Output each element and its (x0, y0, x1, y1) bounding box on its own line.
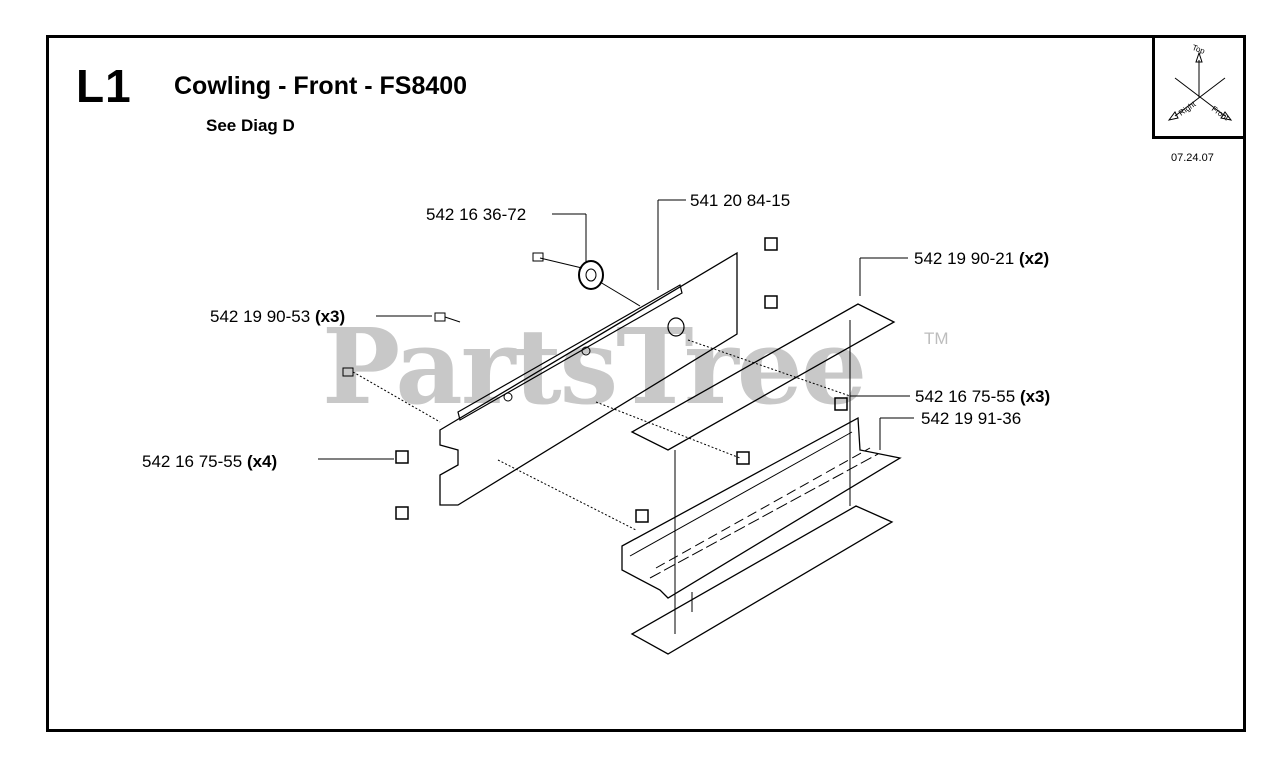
part-number: 542 19 90-53 (210, 307, 311, 326)
top-strip (630, 303, 896, 451)
bolt-head (532, 252, 544, 262)
bottom-strip (630, 505, 894, 655)
part-label-542-16-36-72[interactable]: 542 16 36-72 (426, 205, 526, 225)
part-label-542-16-75-55-x4[interactable]: 542 16 75-55 (x4) (142, 452, 277, 472)
channel-bracket (621, 416, 902, 599)
part-qty: (x4) (246, 452, 278, 471)
part-label-542-19-90-53[interactable]: 542 19 90-53 (x3) (210, 307, 345, 327)
bracket-plate (439, 251, 738, 506)
part-number: 542 16 75-55 (915, 387, 1016, 406)
rail-tab (581, 346, 591, 356)
rail-tab (503, 392, 513, 402)
bushing (578, 260, 604, 290)
orientation-indicator: Top Right Front (1152, 35, 1246, 139)
bracket-rail (457, 284, 683, 421)
bolt-head (342, 367, 354, 377)
part-qty: (x3) (314, 307, 346, 326)
diagram-date: 07.24.07 (1171, 152, 1214, 164)
clip-nut (395, 450, 409, 464)
part-number: 542 16 36-72 (426, 205, 527, 224)
part-number: 542 19 90-21 (914, 249, 1015, 268)
partstree-watermark: PartsTree (322, 305, 867, 428)
part-label-542-19-91-36[interactable]: 542 19 91-36 (921, 409, 1021, 429)
clip-nut (764, 237, 778, 251)
diagram-frame (46, 35, 1246, 732)
plate-hole (667, 317, 685, 337)
section-code: L1 (76, 60, 132, 112)
part-label-542-16-75-55-x3[interactable]: 542 16 75-55 (x3) (915, 387, 1050, 407)
part-number: 542 19 91-36 (921, 409, 1022, 428)
bushing-hole (585, 268, 597, 282)
clip-nut (834, 397, 848, 411)
part-number: 542 16 75-55 (142, 452, 243, 471)
part-number: 541 20 84-15 (690, 191, 791, 210)
bolt-head (434, 312, 446, 322)
clip-nut (635, 509, 649, 523)
part-qty: (x3) (1019, 387, 1051, 406)
orientation-top-label: Top (1191, 43, 1207, 56)
orientation-axes-icon: Top Right Front (1167, 43, 1233, 123)
see-diag-link[interactable]: See Diag D (206, 116, 295, 135)
part-qty: (x2) (1018, 249, 1050, 268)
clip-nut (736, 451, 750, 465)
part-label-542-19-90-21[interactable]: 542 19 90-21 (x2) (914, 249, 1049, 269)
clip-nut (764, 295, 778, 309)
watermark-trademark: TM (924, 329, 949, 348)
diagram-title: Cowling - Front - FS8400 (174, 72, 468, 100)
clip-nut (395, 506, 409, 520)
part-label-541-20-84-15[interactable]: 541 20 84-15 (690, 191, 790, 211)
